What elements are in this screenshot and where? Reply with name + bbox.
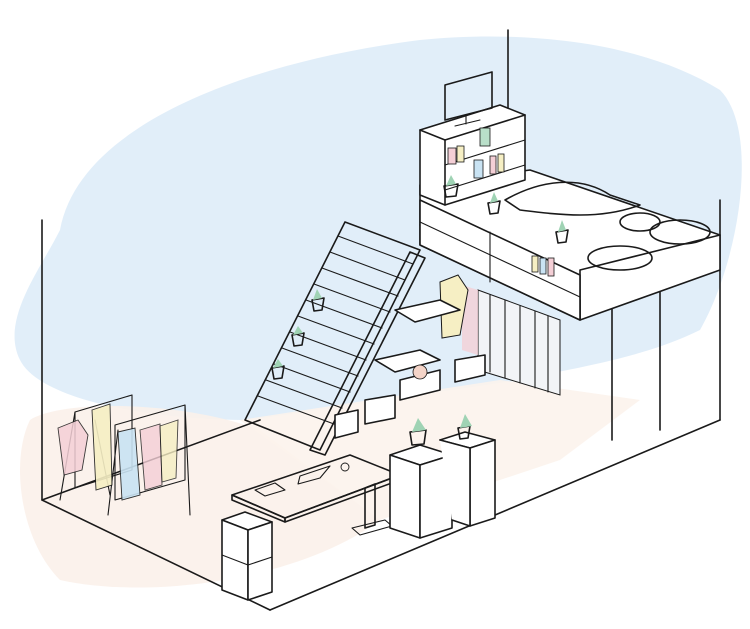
clothing-racks xyxy=(57,394,191,516)
plants xyxy=(271,175,569,380)
staircase xyxy=(244,221,426,456)
pedestals-with-plants xyxy=(389,414,496,539)
under-loft-shelf xyxy=(419,199,581,321)
under-stair-storage xyxy=(334,299,486,439)
tv xyxy=(444,71,493,127)
background-wash xyxy=(14,36,742,588)
cube-storage xyxy=(221,511,273,601)
